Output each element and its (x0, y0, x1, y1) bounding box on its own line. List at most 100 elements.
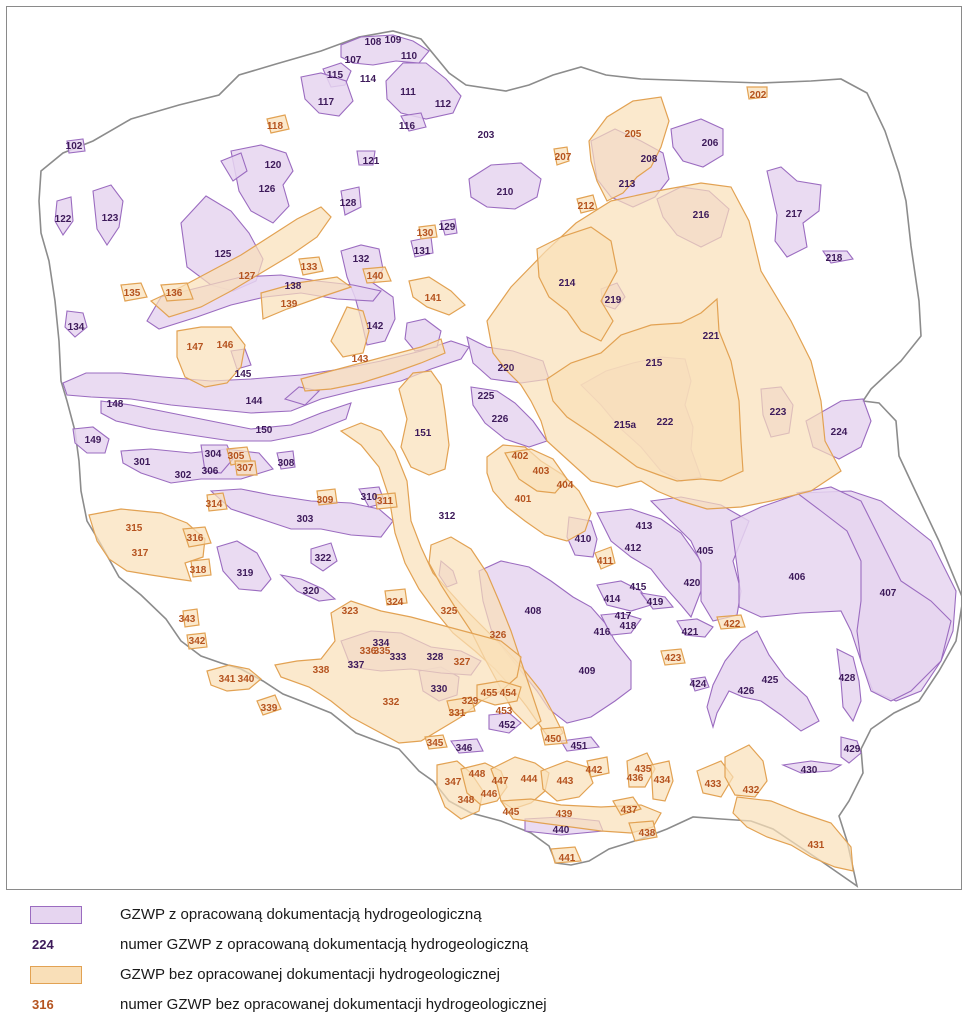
region-label-125: 125 (215, 249, 232, 260)
region-label-425: 425 (762, 675, 779, 686)
region-label-203: 203 (478, 130, 495, 141)
legend-text: numer GZWP z opracowaną dokumentacją hyd… (120, 936, 529, 953)
region-label-338: 338 (313, 665, 330, 676)
region-label-214: 214 (559, 278, 576, 289)
region-label-337: 337 (348, 660, 365, 671)
region-label-149: 149 (85, 435, 102, 446)
region-label-404: 404 (557, 480, 574, 491)
region-label-412: 412 (625, 543, 642, 554)
region-label-333: 333 (390, 652, 407, 663)
region-label-111: 111 (400, 87, 416, 98)
region-label-438: 438 (639, 828, 656, 839)
region-label-442: 442 (586, 765, 603, 776)
region-label-403: 403 (533, 466, 550, 477)
region-label-336: 336 (360, 646, 377, 657)
region-label-414: 414 (604, 594, 621, 605)
region-label-213: 213 (619, 179, 636, 190)
region-label-307: 307 (237, 463, 254, 474)
region-label-135: 135 (124, 288, 141, 299)
region-label-439: 439 (556, 809, 573, 820)
region-label-319: 319 (237, 568, 254, 579)
region-label-339: 339 (261, 703, 278, 714)
region-label-220: 220 (498, 363, 515, 374)
region-label-224: 224 (831, 427, 848, 438)
region-label-121: 121 (363, 156, 380, 167)
region-label-150: 150 (256, 425, 273, 436)
region-label-226: 226 (492, 414, 509, 425)
region-label-306: 306 (202, 466, 219, 477)
region-label-416: 416 (594, 627, 611, 638)
region-label-302: 302 (175, 470, 192, 481)
region-label-145: 145 (235, 369, 252, 380)
region-label-314: 314 (206, 499, 223, 510)
region-label-146: 146 (217, 340, 234, 351)
region-label-341: 341 (219, 674, 236, 685)
region-label-223: 223 (770, 407, 787, 418)
region-label-330: 330 (431, 684, 448, 695)
region-label-110: 110 (401, 51, 418, 62)
region-label-108: 108 (365, 37, 382, 48)
region-label-432: 432 (743, 785, 760, 796)
region-label-309: 309 (317, 495, 334, 506)
region-label-320: 320 (303, 586, 320, 597)
region-label-323: 323 (342, 606, 359, 617)
region-label-443: 443 (557, 776, 574, 787)
legend-text: GZWP z opracowaną dokumentacją hydrogeol… (120, 906, 482, 923)
region-label-210: 210 (497, 187, 514, 198)
legend-sample-number: 224 (32, 937, 54, 952)
region-label-346: 346 (456, 743, 473, 754)
region-label-112: 112 (435, 99, 452, 110)
region-label-217: 217 (786, 209, 803, 220)
region-label-115: 115 (327, 70, 344, 81)
region-label-423: 423 (665, 653, 682, 664)
legend-row-undocumented-number: 316 numer GZWP bez opracowanej dokumenta… (28, 990, 958, 1020)
region-label-107: 107 (345, 55, 362, 66)
region-label-143: 143 (352, 354, 369, 365)
region-label-405: 405 (697, 546, 714, 557)
region-label-401: 401 (515, 494, 532, 505)
region-label-424: 424 (690, 679, 707, 690)
undocumented-regions (88, 86, 854, 872)
region-label-118: 118 (267, 121, 284, 132)
region-label-151: 151 (415, 428, 432, 439)
region-label-132: 132 (353, 254, 370, 265)
region-label-324: 324 (387, 597, 404, 608)
region-label-445: 445 (503, 807, 520, 818)
region-label-418: 418 (620, 621, 637, 632)
region-label-219: 219 (605, 295, 622, 306)
region-label-453: 453 (496, 706, 513, 717)
region-label-116: 116 (399, 121, 416, 132)
region-label-335: 335 (374, 646, 391, 657)
region-label-421: 421 (682, 627, 699, 638)
region-label-206: 206 (702, 138, 719, 149)
region-label-426: 426 (738, 686, 755, 697)
region-label-343: 343 (179, 614, 196, 625)
region-label-434: 434 (654, 775, 671, 786)
region-label-451: 451 (571, 741, 588, 752)
region-label-141: 141 (425, 293, 442, 304)
region-label-409: 409 (579, 666, 596, 677)
region-label-139: 139 (281, 299, 298, 310)
region-label-430: 430 (801, 765, 818, 776)
region-label-128: 128 (340, 198, 357, 209)
region-label-328: 328 (427, 652, 444, 663)
region-label-332: 332 (383, 697, 400, 708)
region-label-144: 144 (246, 396, 263, 407)
region-label-327: 327 (454, 657, 471, 668)
region-label-407: 407 (880, 588, 897, 599)
region-label-136: 136 (166, 288, 183, 299)
legend-row-documented-number: 224 numer GZWP z opracowaną dokumentacją… (28, 930, 958, 960)
region-label-431: 431 (808, 840, 825, 851)
region-label-208: 208 (641, 154, 658, 165)
region-label-212: 212 (578, 201, 595, 212)
region-label-455: 455 (481, 688, 498, 699)
region-label-215a: 215a (614, 420, 637, 431)
legend-sample-number: 316 (32, 997, 54, 1012)
region-label-310: 310 (361, 492, 378, 503)
region-label-402: 402 (512, 451, 529, 462)
region-label-311: 311 (377, 496, 394, 507)
region-label-408: 408 (525, 606, 542, 617)
region-label-406: 406 (789, 572, 806, 583)
region-label-417: 417 (615, 611, 632, 622)
region-label-345: 345 (427, 738, 444, 749)
